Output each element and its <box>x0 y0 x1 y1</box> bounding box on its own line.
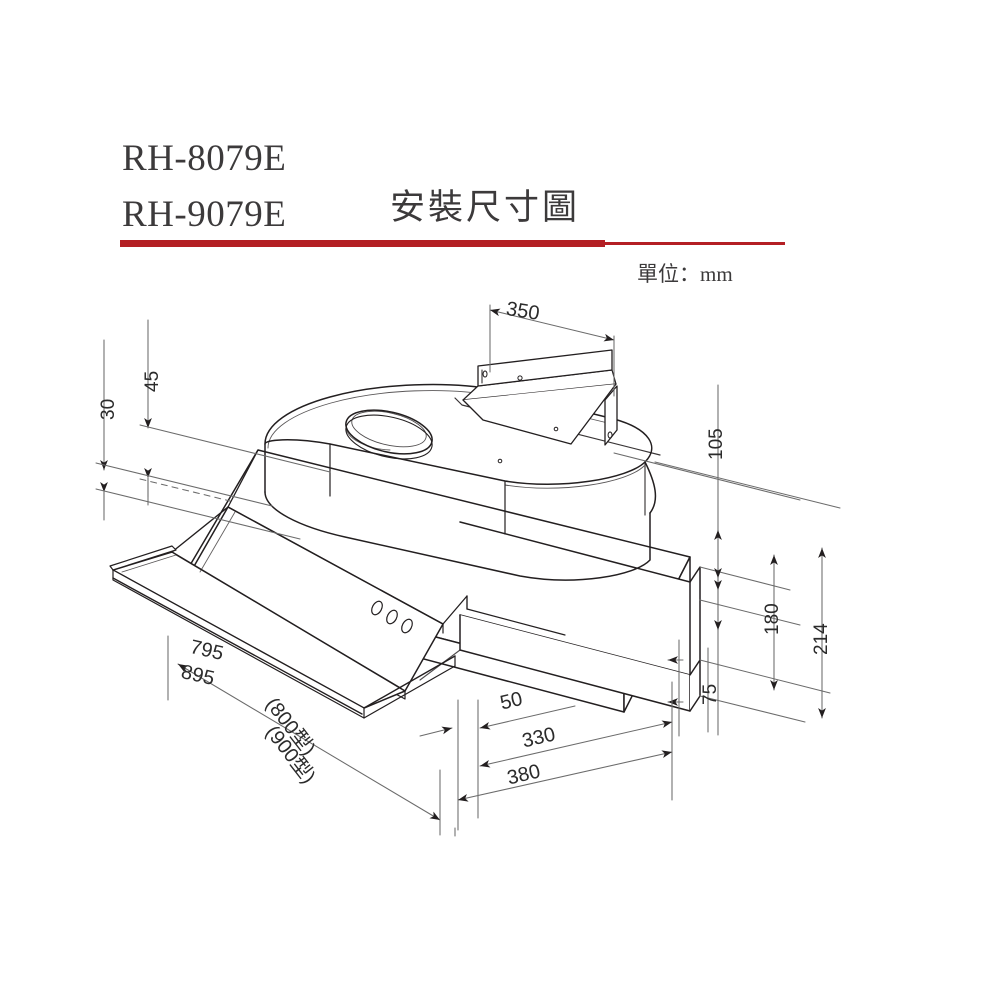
unit-note: 單位：mm <box>637 258 733 288</box>
dim-label-50: 50 <box>498 687 525 715</box>
model-number-block: RH-8079E RH-9079E <box>122 131 286 243</box>
dim-label-30: 30 <box>98 398 119 420</box>
dim-label-45: 45 <box>142 370 163 392</box>
dim-label-105: 105 <box>706 428 727 460</box>
model-number-1: RH-8079E <box>122 138 287 179</box>
model-number-2: RH-9079E <box>122 194 287 235</box>
dim-label-214: 214 <box>811 623 832 655</box>
unit-value: mm <box>700 262 733 286</box>
header-rule-thick <box>120 240 605 247</box>
header-rule-thin <box>605 242 785 245</box>
dim-label-350: 350 <box>504 298 541 325</box>
page-title: 安裝尺寸圖 <box>390 188 581 228</box>
document-header: RH-8079E RH-9079E 安裝尺寸圖 單位：mm <box>0 0 1000 290</box>
dim-label-75: 75 <box>700 683 721 705</box>
unit-label: 單位： <box>637 262 700 286</box>
dim-label-180: 180 <box>762 603 783 635</box>
